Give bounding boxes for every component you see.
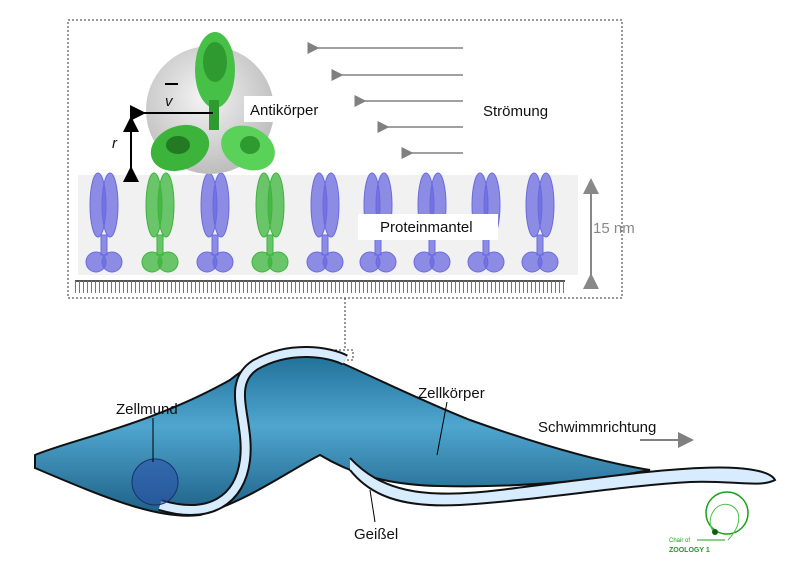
protein-dimer xyxy=(521,172,559,273)
protein-dimer xyxy=(196,172,234,273)
flow-arrows xyxy=(307,42,463,159)
coat-label: Proteinmantel xyxy=(380,219,473,236)
swim-label: Schwimmrichtung xyxy=(538,419,656,436)
zoology-logo: Chair of ZOOLOGY 1 xyxy=(669,491,749,554)
flagellum-pointer xyxy=(369,489,376,523)
scale-label: 15 nm xyxy=(593,220,635,237)
velocity-symbol: v xyxy=(165,93,174,110)
protein-dimer xyxy=(85,172,123,273)
radius-symbol: r xyxy=(112,135,118,152)
flagellum-free-end xyxy=(349,457,777,507)
protein-dimer xyxy=(306,172,344,273)
protein-dimer xyxy=(141,172,179,273)
antibody-label: Antikörper xyxy=(250,102,318,119)
mouth-label: Zellmund xyxy=(116,401,178,418)
protein-coat xyxy=(85,172,559,273)
flagellum xyxy=(158,348,347,514)
flagellum-label: Geißel xyxy=(354,526,398,543)
protein-dimer xyxy=(251,172,289,273)
body-label: Zellkörper xyxy=(418,385,485,402)
logo-line2: ZOOLOGY 1 xyxy=(669,547,710,554)
antibody-icon xyxy=(150,32,275,172)
cell-mouth xyxy=(131,458,179,506)
logo-line1: Chair of xyxy=(669,538,690,544)
flow-label: Strömung xyxy=(483,103,548,120)
membrane xyxy=(75,280,565,293)
body-pointer xyxy=(436,401,448,456)
